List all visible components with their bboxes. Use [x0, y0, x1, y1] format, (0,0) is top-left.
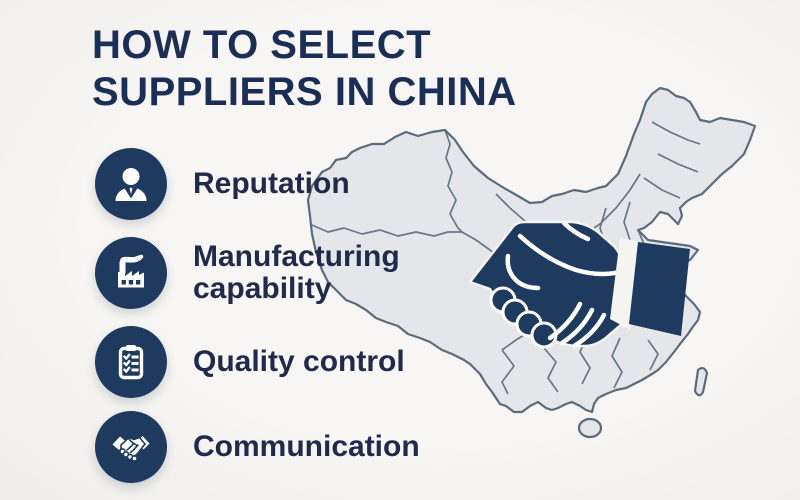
list-item-reputation: Reputation [95, 148, 350, 220]
item-label: Reputation [193, 167, 350, 201]
page-title: HOW TO SELECT SUPPLIERS IN CHINA [92, 23, 517, 115]
handshake-finger-lines [505, 220, 629, 349]
list-item-quality: Quality control [95, 326, 405, 398]
handshake-cuff [629, 242, 690, 336]
clipboard-checklist-icon [95, 326, 167, 398]
factory-icon [95, 237, 167, 309]
hainan-island [577, 417, 603, 439]
list-item-communication: Communication [95, 411, 420, 483]
list-item-manufacturing: Manufacturing capability [95, 237, 433, 309]
item-label: Quality control [193, 345, 405, 379]
handshake-knuckles [489, 286, 558, 349]
taiwan-island [693, 366, 709, 397]
person-icon [95, 148, 167, 220]
handshake-illustration [450, 216, 695, 356]
item-label: Manufacturing capability [193, 240, 400, 305]
item-label: Communication [193, 430, 420, 464]
handshake-icon [95, 411, 167, 483]
handshake-illustration-svg [468, 220, 690, 349]
